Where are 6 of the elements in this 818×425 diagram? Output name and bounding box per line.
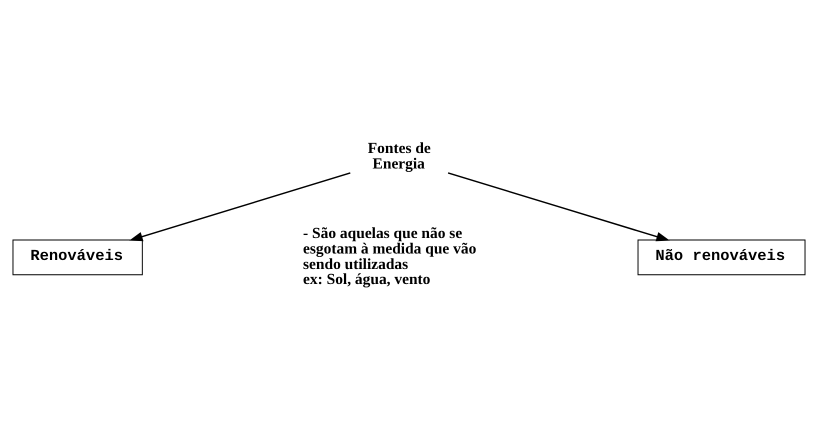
node-text: Fontes de Energia	[368, 140, 431, 172]
arrow	[129, 172, 350, 242]
arrow	[448, 172, 670, 242]
node-box: Não renováveis	[638, 240, 806, 276]
node-box: Renováveis	[12, 240, 143, 276]
node-label: ex: Sol, água, vento	[303, 271, 430, 288]
